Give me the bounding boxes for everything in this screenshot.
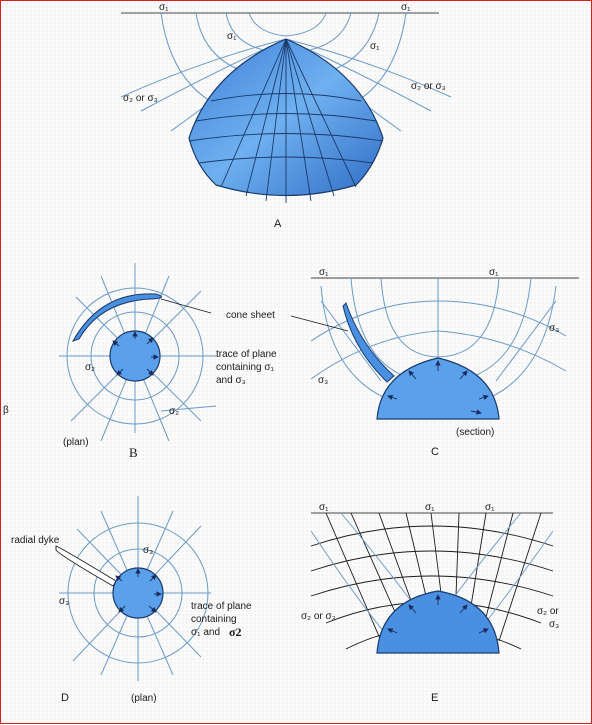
panel-b-label: B xyxy=(129,445,138,460)
c-sigma1-right: σ₁ xyxy=(489,267,499,278)
panel-c-label: C xyxy=(431,446,439,458)
d-note-1: trace of plane xyxy=(191,601,252,612)
d-note-2: containing xyxy=(191,614,237,625)
panel-c: σ₁ σ₁ σ₃ σ₃ cone sheet (section) C xyxy=(226,267,579,458)
c-cone-sheet: cone sheet xyxy=(226,310,275,321)
cone-sheet-c xyxy=(342,302,395,383)
panel-a: σ₁ σ₁ σ₁ σ₁ σ₂ or σ₃ σ₂ or σ₃ A xyxy=(120,2,452,230)
a-sigma1-left: σ₁ xyxy=(159,2,169,13)
d-note-3b: σ2 xyxy=(229,625,242,639)
panel-b: σ₂ σ₂ trace of plane containing σ₁ and σ… xyxy=(59,263,277,460)
c-view: (section) xyxy=(456,427,494,438)
d-note-3a: σ₁ and xyxy=(191,627,220,638)
intrusion-c xyxy=(376,357,500,420)
panel-e: σ₁ σ₁ σ₁ σ₂ or σ₃ σ₂ or σ₃ E xyxy=(301,502,559,704)
stray-mark: β xyxy=(3,405,9,416)
a-left-label: σ₂ or σ₃ xyxy=(123,93,158,104)
a-sigma1-mid-right: σ₁ xyxy=(370,41,380,52)
panel-d-label: D xyxy=(61,692,69,704)
panel-e-label: E xyxy=(431,692,438,704)
radial-dyke xyxy=(55,545,117,587)
d-radial-dyke: radial dyke xyxy=(11,535,60,546)
b-sigma2-left: σ₂ xyxy=(85,362,95,373)
c-sigma3-left: σ₃ xyxy=(318,375,328,386)
b-view: (plan) xyxy=(63,437,89,448)
c-sigma3-right: σ₃ xyxy=(549,323,559,334)
b-note-2: containing σ₁ xyxy=(216,362,275,373)
a-sigma1-mid-left: σ₁ xyxy=(227,31,237,42)
e-left-label: σ₂ or σ₃ xyxy=(301,611,336,622)
e-right-label-1: σ₂ or xyxy=(537,606,559,617)
a-sigma1-right: σ₁ xyxy=(401,2,411,13)
panel-a-label: A xyxy=(274,218,282,230)
b-note-1: trace of plane xyxy=(216,349,277,360)
d-view: (plan) xyxy=(131,693,157,704)
d-sigma3-left: σ₃ xyxy=(59,596,69,607)
d-sigma3-top: σ₃ xyxy=(143,545,153,556)
e-sigma1-b: σ₁ xyxy=(425,502,435,513)
e-sigma1-a: σ₁ xyxy=(319,502,329,513)
e-sigma1-c: σ₁ xyxy=(485,502,495,513)
a-right-label: σ₂ or σ₃ xyxy=(411,81,446,92)
intrusion-e xyxy=(376,590,500,654)
b-note-3: and σ₃ xyxy=(216,375,246,386)
cone-sheet-b xyxy=(71,293,162,342)
e-right-label-2: σ₃ xyxy=(549,619,559,630)
c-sigma1-left: σ₁ xyxy=(319,267,329,278)
b-sigma2-bottom: σ₂ xyxy=(169,406,179,417)
panel-d: σ₃ σ₃ radial dyke trace of plane contain… xyxy=(11,496,252,704)
